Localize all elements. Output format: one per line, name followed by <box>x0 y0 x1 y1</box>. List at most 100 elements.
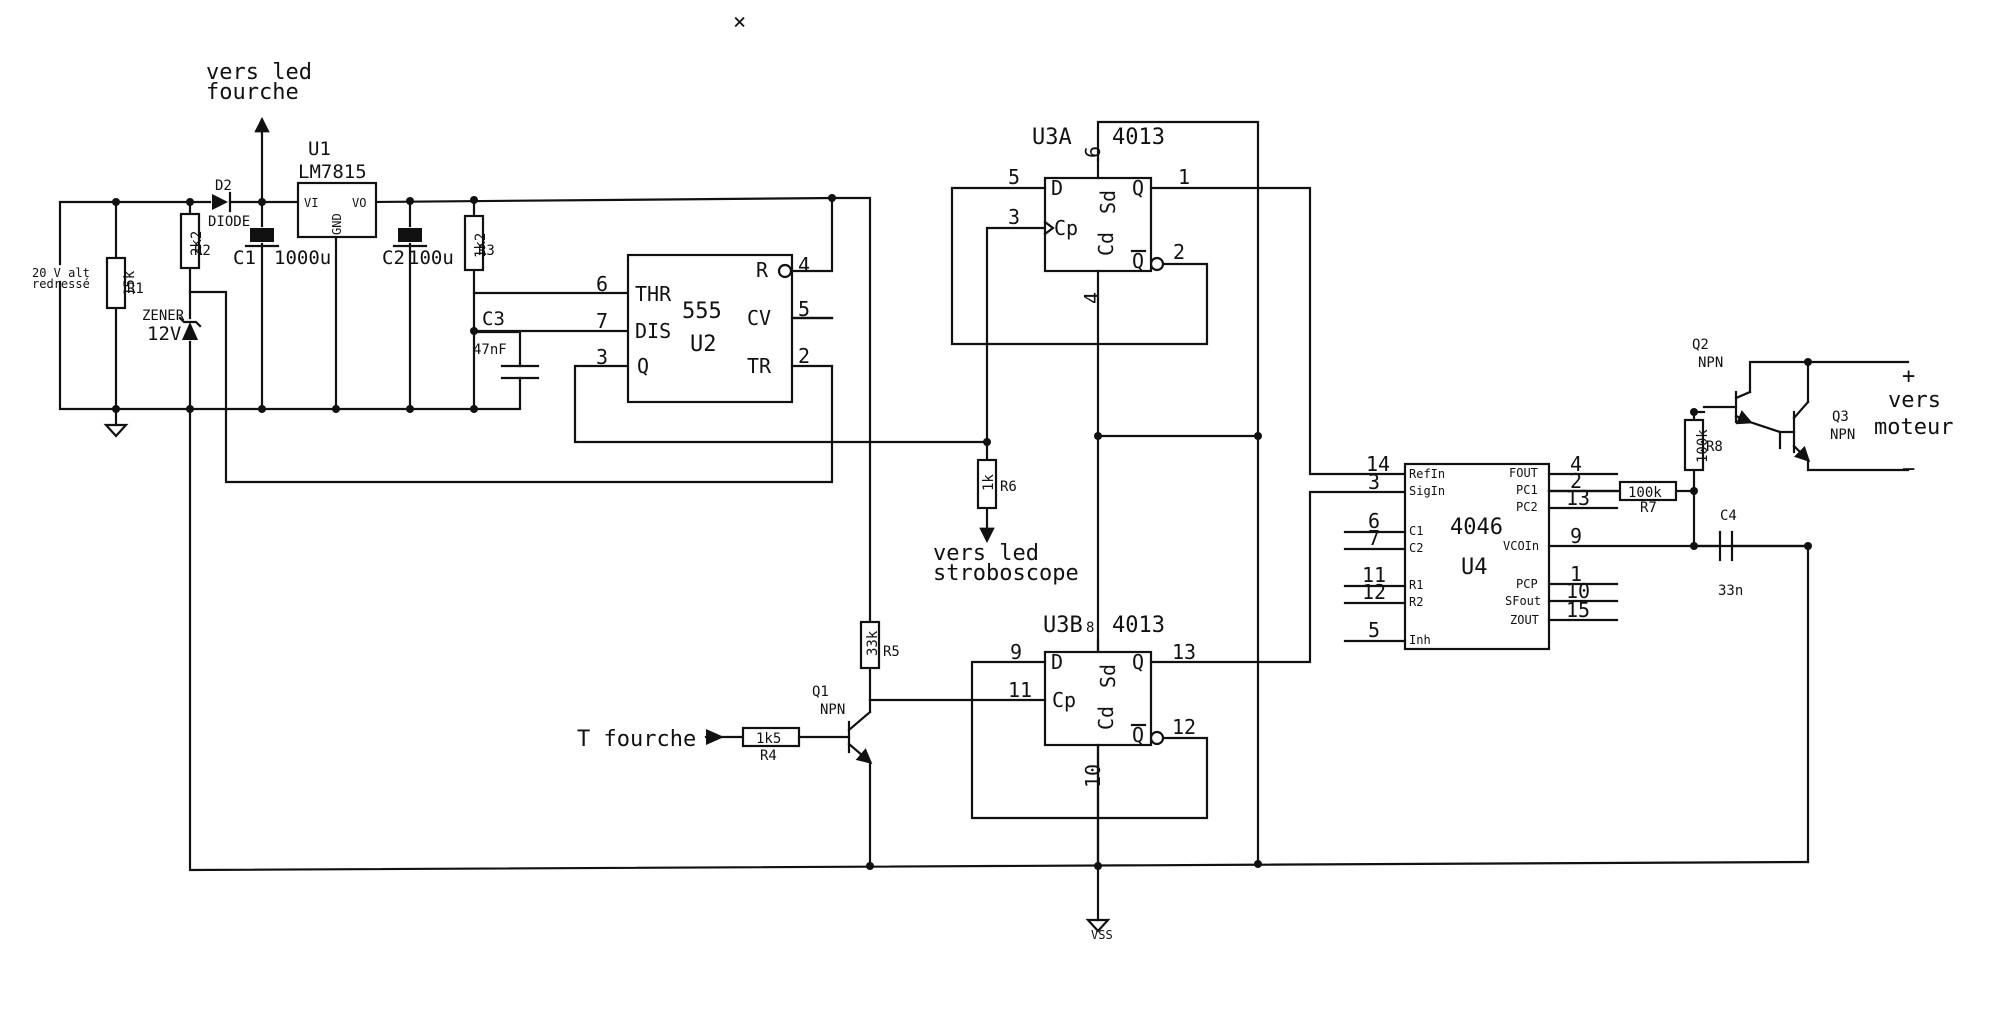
strobe-led-line1: vers led <box>933 541 1039 566</box>
u4-num-c2: 7 <box>1368 526 1380 550</box>
r8-ref: R8 <box>1706 439 1723 455</box>
u2-pin-r: R <box>756 258 769 282</box>
output-wires <box>1547 360 1910 548</box>
r8-value: 100k <box>1695 429 1711 463</box>
u4-num-pcp: 1 <box>1570 562 1582 586</box>
u1-part: LM7815 <box>298 161 367 183</box>
resistor-r5 <box>859 620 881 670</box>
u1-ref: U1 <box>308 138 331 160</box>
r7-value: 100k <box>1628 485 1662 501</box>
input-voltage-line2: redressé <box>32 277 90 291</box>
strobe-led-line2: stroboscope <box>933 561 1079 586</box>
c2-ref: C2 <box>382 247 405 269</box>
motor-line2: moteur <box>1874 415 1953 440</box>
u2-num-r: 4 <box>798 253 810 277</box>
flipflop-u3a <box>1043 176 1153 273</box>
u3a-num-qn: 2 <box>1173 240 1185 264</box>
u3a-ref: U3A <box>1032 125 1072 150</box>
u4-part: 4046 <box>1450 515 1503 540</box>
u2-pin-q: Q <box>637 354 649 378</box>
u3b-wires <box>868 490 1407 868</box>
resistor-r1 <box>105 256 127 310</box>
u2-num-cv: 5 <box>798 297 810 321</box>
r7-ref: R7 <box>1640 500 1657 516</box>
u3b-ref: U3B <box>1043 613 1083 638</box>
fork-led-line2: fourche <box>206 80 299 105</box>
u3b-pin-sd: Sd <box>1096 664 1120 688</box>
u3a-pin-q: Q <box>1132 176 1144 200</box>
u2-num-thr: 6 <box>596 272 608 296</box>
r4-ref: R4 <box>760 748 777 764</box>
u4-num-vcoin: 9 <box>1570 524 1582 548</box>
u4-pin-refin: RefIn <box>1409 467 1445 481</box>
u1-gnd: GND <box>330 213 344 235</box>
q2-ref: Q2 <box>1692 337 1709 353</box>
c2-value: 100u <box>408 247 454 269</box>
u3a-pin-d: D <box>1051 176 1063 200</box>
u3b-num-sd: 8 <box>1086 620 1094 636</box>
u4-num-r1: 11 <box>1362 563 1386 587</box>
fork-led-line1: vers led <box>206 60 312 85</box>
u3a-qn-bubble <box>1149 256 1165 272</box>
u3a-pin-cp: Cp <box>1054 216 1078 240</box>
ground-symbol <box>103 423 129 438</box>
u3a-pin-sd: Sd <box>1096 190 1120 214</box>
u3a-clock-symbol <box>1043 220 1055 236</box>
motor-plus: + <box>1902 364 1915 389</box>
u4-num-zout: 15 <box>1566 598 1590 622</box>
timer-555-u2 <box>626 253 794 404</box>
u3b-pin-q: Q <box>1132 650 1144 674</box>
u4-num-sigin: 3 <box>1368 470 1380 494</box>
q1-ref: Q1 <box>812 684 829 700</box>
d2-part: DIODE <box>208 214 250 230</box>
u4-pin-inh: Inh <box>1409 633 1431 647</box>
u3b-qn-bubble <box>1149 730 1165 746</box>
u1-vi: VI <box>304 196 318 210</box>
u2-pin-tr: TR <box>747 354 772 378</box>
capacitor-c1 <box>244 228 280 248</box>
u3b-pin-cd: Cd <box>1094 706 1118 730</box>
u4-num-fout: 4 <box>1570 452 1582 476</box>
r2-ref: R2 <box>194 243 211 259</box>
r3-ref: R3 <box>478 243 495 259</box>
r2-value: 2k2 <box>189 231 205 256</box>
junction-dots <box>112 194 1812 870</box>
r3-value: 1k2 <box>473 233 489 258</box>
u4-num-r2: 12 <box>1362 580 1386 604</box>
u4-pin-pc2: PC2 <box>1516 500 1538 514</box>
q1-type: NPN <box>820 702 845 718</box>
flipflop-u3b <box>1043 650 1153 747</box>
q3-type: NPN <box>1830 427 1855 443</box>
u2-num-q: 3 <box>596 345 608 369</box>
u3a-num-cd: 4 <box>1080 292 1104 304</box>
u4-num-sfout: 10 <box>1566 579 1590 603</box>
u2-ref: U2 <box>690 332 717 357</box>
transistor-q3 <box>1778 400 1811 463</box>
u3a-wires <box>950 120 1407 868</box>
u2-num-tr: 2 <box>798 344 810 368</box>
zener-value: 12V <box>147 323 181 345</box>
u3a-pin-cd: Cd <box>1094 232 1118 256</box>
motor-line1: vers <box>1888 388 1941 413</box>
fork-input-label: T fourche <box>577 727 696 752</box>
u4-pin-c2: C2 <box>1409 541 1423 555</box>
u4-num-inh: 5 <box>1368 618 1380 642</box>
resistor-r3 <box>463 214 485 272</box>
u2-pin-dis: DIS <box>635 319 671 343</box>
u3a-num-q: 1 <box>1178 165 1190 189</box>
u4-num-pc1: 2 <box>1570 469 1582 493</box>
capacitor-c2 <box>392 228 428 248</box>
resistor-r8 <box>1683 418 1705 472</box>
c4-value: 33n <box>1718 583 1743 599</box>
u3b-part: 4013 <box>1112 613 1165 638</box>
u3a-pin-qn: Q <box>1132 249 1144 273</box>
u4-pin-zout: ZOUT <box>1510 613 1539 627</box>
zener-diode <box>178 316 202 340</box>
u3a-part: 4013 <box>1112 125 1165 150</box>
c3-ref: C3 <box>482 308 505 330</box>
bottom-bus <box>188 544 1810 872</box>
q3-ref: Q3 <box>1832 409 1849 425</box>
c3-value: 47nF <box>473 342 507 358</box>
u3a-num-d: 5 <box>1008 165 1020 189</box>
